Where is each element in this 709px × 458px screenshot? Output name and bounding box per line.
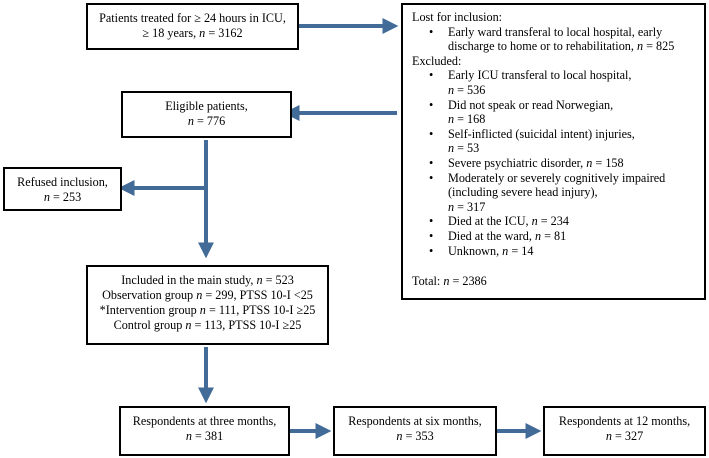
- lost-heading: Lost for inclusion:: [412, 10, 503, 24]
- bullet-icon: •: [429, 243, 434, 258]
- excluded-item-icu-transferal: • Early ICU transferal to local hospital…: [429, 68, 632, 97]
- excluded-item-self-inflicted: • Self-inflicted (suicidal intent) injur…: [429, 126, 635, 156]
- lost-list: • Early ward transferal to local hospita…: [412, 25, 704, 54]
- three-months-box: Respondents at three months, n = 381: [119, 406, 290, 456]
- bullet-icon: •: [429, 97, 434, 112]
- lost-excluded-box: Lost for inclusion: • Early ward transfe…: [401, 3, 706, 300]
- included-main-study-box: Included in the main study, n = 523 Obse…: [86, 265, 329, 345]
- total-count: Total: n = 2386: [412, 274, 487, 289]
- excluded-item-died-icu: • Died at the ICU, n = 234: [429, 214, 569, 229]
- eligible-patients-box: Eligible patients, n = 776: [121, 91, 292, 138]
- refused-inclusion-box: Refused inclusion, n = 253: [3, 167, 122, 211]
- lost-item-ward-transferal: • Early ward transferal to local hospita…: [429, 24, 675, 54]
- bullet-icon: •: [429, 24, 434, 39]
- bullet-icon: •: [429, 126, 434, 141]
- excluded-item-died-ward: • Died at the ward, n = 81: [429, 228, 567, 243]
- excluded-item-psychiatric: • Severe psychiatric disorder, n = 158: [429, 155, 624, 170]
- patients-treated-line-2: ≥ 18 years, n = 3162: [142, 26, 243, 40]
- twelve-months-box: Respondents at 12 months, n = 327: [543, 406, 706, 456]
- excluded-item-unknown: • Unknown, n = 14: [429, 243, 534, 258]
- bullet-icon: •: [429, 214, 434, 229]
- bullet-icon: •: [429, 155, 434, 170]
- excluded-list: • Early ICU transferal to local hospital…: [412, 68, 704, 258]
- six-months-box: Respondents at six months, n = 353: [333, 406, 497, 456]
- bullet-icon: •: [429, 170, 434, 185]
- excluded-heading: Excluded:: [412, 53, 462, 68]
- excluded-item-norwegian: • Did not speak or read Norwegian, n = 1…: [429, 97, 614, 127]
- patients-treated-line-1: Patients treated for ≥ 24 hours in ICU,: [99, 11, 286, 25]
- bullet-icon: •: [429, 228, 434, 243]
- bullet-icon: •: [429, 68, 434, 83]
- excluded-item-cognitive: • Moderately or severely cognitively imp…: [429, 170, 666, 214]
- patients-treated-box: Patients treated for ≥ 24 hours in ICU, …: [86, 3, 299, 50]
